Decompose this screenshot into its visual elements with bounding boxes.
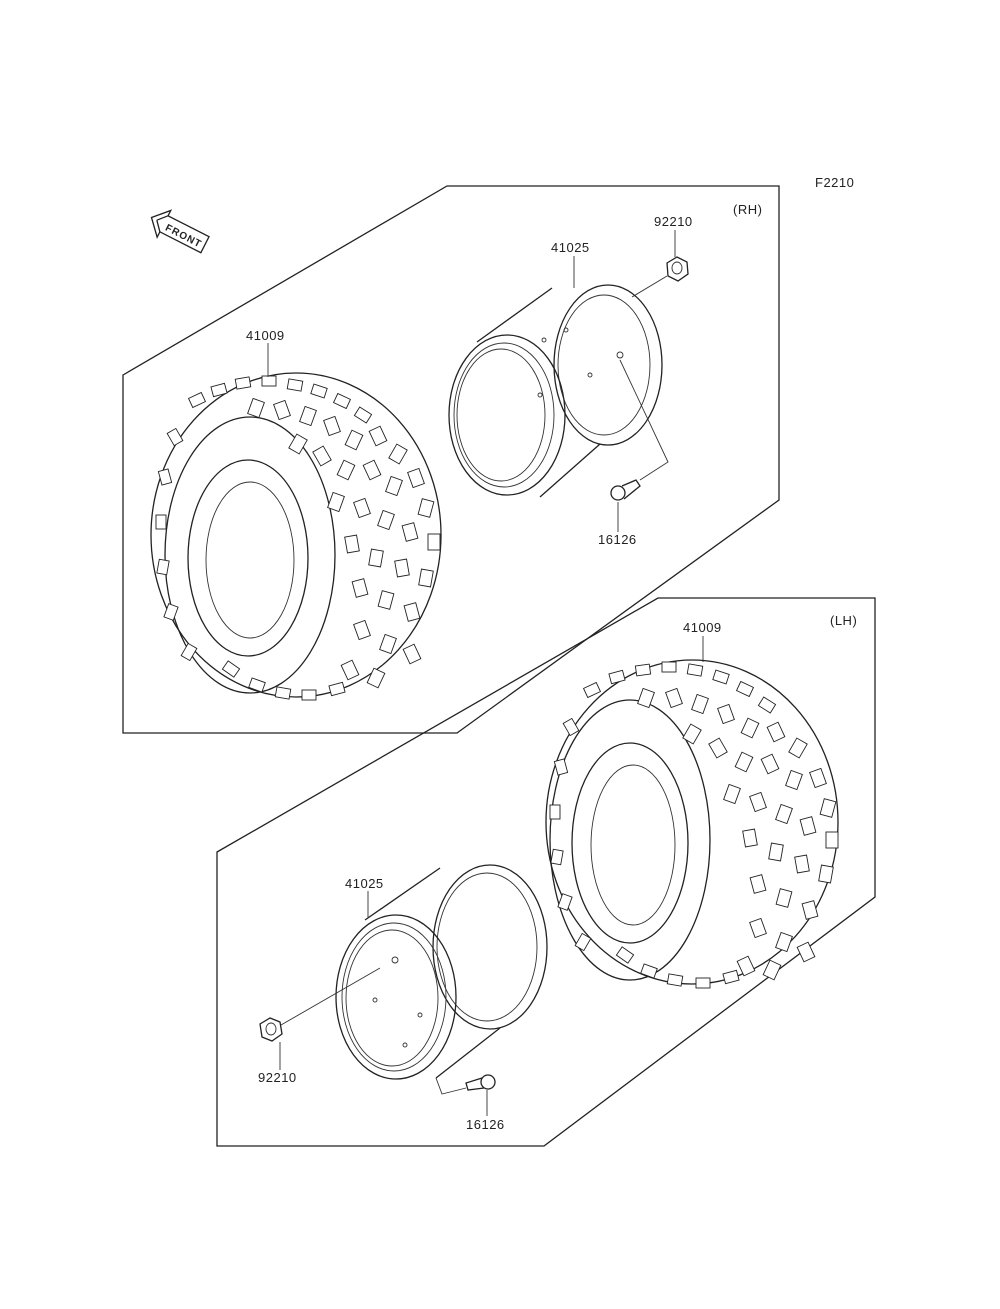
rh-side-label: (RH)	[733, 202, 762, 217]
rh-nut-label: 92210	[654, 214, 693, 229]
rh-tire-label: 41009	[246, 328, 285, 343]
front-arrow-icon: FRONT	[150, 209, 210, 254]
lh-side-label: (LH)	[830, 613, 857, 628]
lh-nut-label: 92210	[258, 1070, 297, 1085]
lh-group: (LH)	[216, 597, 876, 1147]
lh-tire	[545, 659, 839, 989]
rh-nut-icon	[666, 256, 689, 282]
rh-valve-icon	[610, 479, 641, 501]
lh-valve-label: 16126	[466, 1117, 505, 1132]
lh-tire-tread	[549, 661, 839, 989]
lh-nut-icon	[259, 1017, 283, 1042]
lh-wheel-label: 41025	[345, 876, 384, 891]
figure-code: F2210	[815, 175, 854, 190]
rh-group-frame	[122, 185, 780, 734]
rh-wheel-label: 41025	[551, 240, 590, 255]
rh-tire	[150, 372, 442, 701]
rh-wheel	[448, 284, 663, 498]
lh-tire-label: 41009	[683, 620, 722, 635]
lh-valve-icon	[465, 1074, 496, 1091]
lh-group-frame	[216, 597, 876, 1147]
rh-tire-tread	[155, 375, 441, 701]
rh-valve-label: 16126	[598, 532, 637, 547]
lh-wheel	[335, 864, 548, 1080]
rh-group: (RH)	[122, 185, 780, 734]
